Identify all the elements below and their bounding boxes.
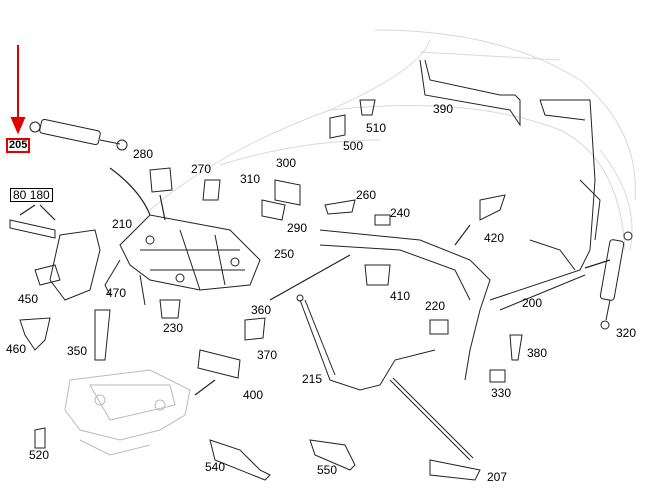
callout-207: 207 [487, 470, 508, 484]
small-parts [9, 99, 523, 481]
callout-250: 250 [274, 247, 295, 261]
callout-380: 380 [527, 346, 548, 360]
hinge-assembly-faded [64, 369, 191, 456]
callout-205: 205 [6, 138, 31, 153]
callout-220: 220 [425, 299, 446, 313]
callout-290: 290 [287, 221, 308, 235]
callout-215: 215 [302, 372, 323, 386]
gas-strut-205 [29, 118, 128, 151]
callout-210: 210 [112, 217, 133, 231]
strut-320 [599, 231, 633, 330]
callout-550: 550 [317, 463, 338, 477]
callout-500: 500 [343, 139, 364, 153]
callout-260: 260 [356, 188, 377, 202]
callout-310: 310 [240, 172, 261, 186]
callout-320: 320 [616, 326, 637, 340]
callout-410: 410 [390, 289, 411, 303]
top-frame-rail [319, 99, 601, 381]
callout-540: 540 [205, 460, 226, 474]
callout-200: 200 [522, 296, 543, 310]
callout-460: 460 [6, 342, 27, 356]
bracket-390 [419, 59, 521, 127]
callout-230: 230 [163, 321, 184, 335]
callout-520: 520 [29, 448, 50, 462]
rod-207 [389, 377, 481, 481]
callout-360: 360 [251, 303, 272, 317]
callout-300: 300 [276, 156, 297, 170]
callout-370: 370 [257, 348, 278, 362]
hinge-mechanism [104, 214, 261, 306]
callout-arrows [19, 167, 611, 396]
callout-180: 180 [29, 188, 50, 202]
callout-390: 390 [433, 102, 454, 116]
callout-450: 450 [18, 292, 39, 306]
callout-400: 400 [243, 388, 264, 402]
callout-270: 270 [191, 162, 212, 176]
callout-330: 330 [491, 386, 512, 400]
car-body-outline [149, 29, 636, 251]
callout-470: 470 [106, 286, 127, 300]
highlight-arrow [10, 45, 26, 135]
callout-240: 240 [390, 206, 411, 220]
callout-510: 510 [366, 121, 387, 135]
callout-420: 420 [484, 231, 505, 245]
callout-280: 280 [133, 147, 154, 161]
callout-80: 80 [13, 188, 27, 202]
rod-215 [296, 294, 436, 391]
callout-80-180: 80 180 [10, 188, 53, 202]
callout-350: 350 [67, 344, 88, 358]
